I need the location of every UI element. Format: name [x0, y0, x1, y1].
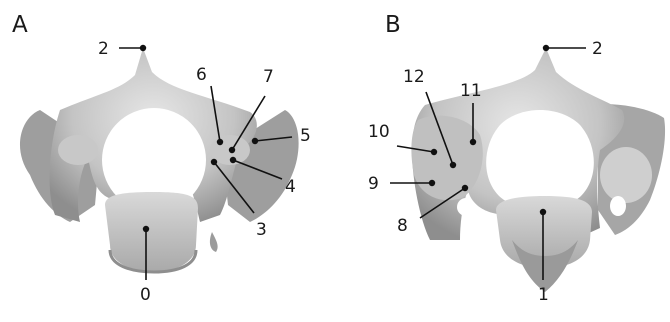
landmark-label-b-9: 9 — [368, 174, 379, 194]
panel-a: A 2 6 — [12, 12, 311, 305]
landmark-label-b-10: 10 — [368, 122, 390, 142]
landmark-label-b-8: 8 — [397, 216, 408, 236]
landmark-label-b-11: 11 — [460, 81, 482, 101]
landmark-label-a-0: 0 — [140, 285, 151, 305]
left-articular-facet — [58, 135, 98, 165]
landmark-dot-a-7 — [229, 147, 235, 153]
landmark-dot-a-5 — [252, 138, 258, 144]
left-articular-facet — [411, 116, 482, 201]
landmark-dot-b-8 — [462, 185, 468, 191]
landmark-dot-b-1 — [540, 209, 546, 215]
landmark-label-a-4: 4 — [285, 177, 296, 197]
landmark-label-b-1: 1 — [538, 285, 549, 305]
panel-a-label: A — [12, 12, 28, 38]
landmark-dot-b-9 — [429, 180, 435, 186]
landmark-label-a-3: 3 — [256, 220, 267, 240]
right-transverse-foramen — [610, 196, 626, 216]
panel-b-label: B — [385, 12, 401, 38]
landmark-label-b-2: 2 — [592, 39, 603, 59]
landmark-dot-b-2 — [543, 45, 549, 51]
landmark-dot-a-4 — [230, 157, 236, 163]
landmark-label-b-12: 12 — [403, 67, 425, 87]
landmark-dot-a-3 — [211, 159, 217, 165]
panel-b: B 2 12 11 — [368, 12, 665, 305]
landmark-dot-a-2 — [140, 45, 146, 51]
landmark-dot-b-12 — [450, 162, 456, 168]
landmark-dot-b-11 — [470, 139, 476, 145]
landmark-dot-a-6 — [217, 139, 223, 145]
vertebral-body — [105, 192, 198, 272]
left-transverse-foramen — [457, 198, 475, 216]
landmark-label-a-5: 5 — [300, 126, 311, 146]
landmark-label-a-7: 7 — [263, 67, 274, 87]
right-articular-facet — [600, 147, 652, 203]
landmark-dot-b-10 — [431, 149, 437, 155]
right-inferior-spur — [210, 232, 218, 252]
vertebra-b-illustration — [411, 48, 665, 292]
landmark-label-a-6: 6 — [196, 65, 207, 85]
landmark-dot-a-0 — [143, 226, 149, 232]
vertebral-foramen — [486, 110, 594, 209]
landmark-label-a-2: 2 — [98, 39, 109, 59]
